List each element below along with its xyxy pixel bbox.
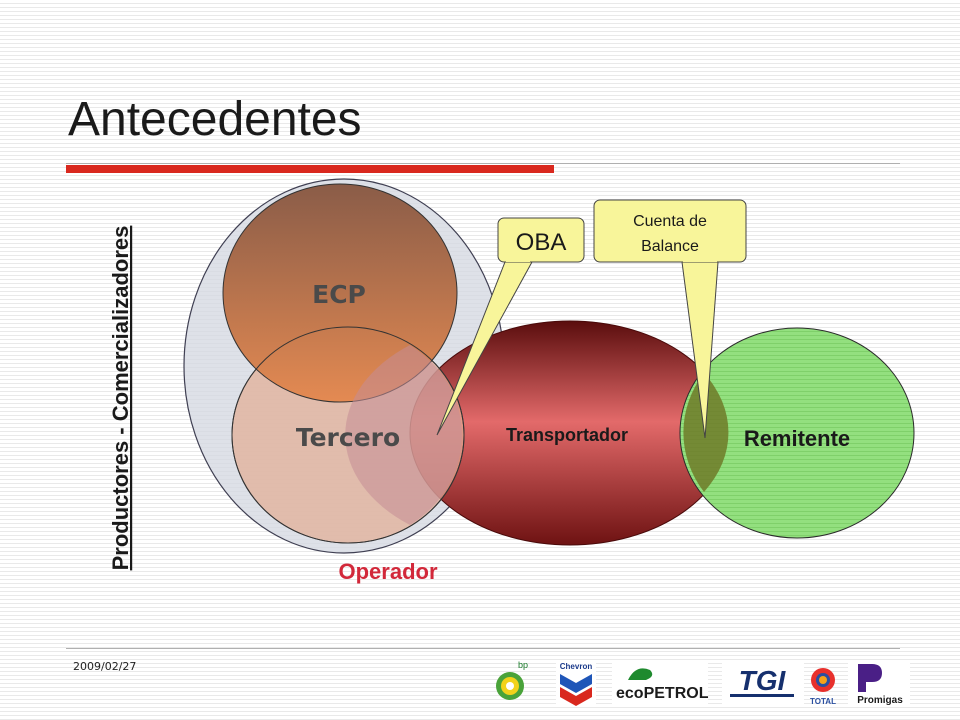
bp-logo: bp [496, 660, 528, 700]
transportador-label: Transportador [506, 425, 628, 445]
tgi-logo: TGI [722, 662, 804, 706]
transportador-remitente-overlap [683, 373, 729, 492]
oba-callout-box [497, 217, 585, 263]
ecopetrol-logo-text: ecoPETROL [616, 685, 709, 702]
remitente-ellipse [679, 327, 915, 539]
balance-callout-box [593, 199, 747, 263]
balance-label-line2: Balance [641, 238, 699, 255]
tercero-circle-outline [231, 326, 465, 544]
promigas-logo: Promigas [848, 660, 910, 706]
tgi-logo-text: TGI [739, 665, 787, 696]
tercero-label: Tercero [296, 423, 400, 452]
productores-vertical-label: Productores - Comercializadores [108, 226, 133, 571]
remitente-label: Remitente [744, 426, 850, 451]
tercero-transportador-overlap [345, 345, 462, 525]
ecopetrol-logo: ecoPETROL [612, 662, 709, 706]
bp-logo-text: bp [518, 660, 528, 670]
total-logo-text: TOTAL [810, 697, 836, 706]
promigas-logo-text: Promigas [857, 695, 903, 706]
title-divider [66, 163, 900, 164]
total-logo: TOTAL [810, 668, 836, 706]
operador-label: Operador [338, 559, 437, 584]
chevron-logo: Chevron [556, 660, 596, 706]
slide-title: Antecedentes [68, 93, 362, 146]
oba-label: OBA [516, 229, 567, 256]
slide-date: 2009/02/27 [73, 660, 137, 673]
footer-divider [66, 648, 900, 649]
ecp-label: ECP [312, 280, 366, 309]
chevron-logo-text: Chevron [560, 662, 593, 671]
title-accent-bar [66, 165, 554, 173]
balance-label-line1: Cuenta de [633, 213, 707, 230]
ecp-circle [222, 183, 458, 403]
sponsor-logos: bp Chevron ecoPETROL TGI TOTAL [496, 660, 910, 706]
